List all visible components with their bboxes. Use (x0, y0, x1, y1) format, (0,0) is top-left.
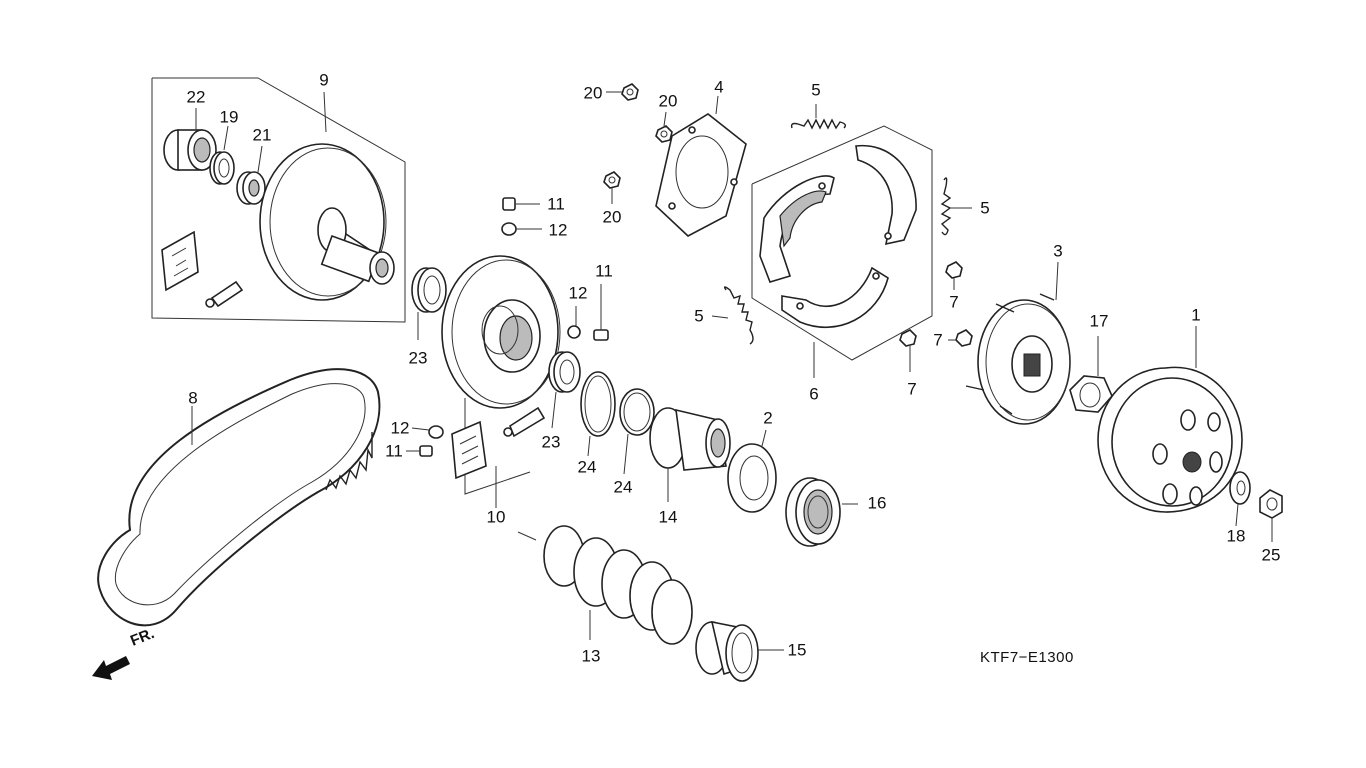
part-2-washer (727, 429, 777, 513)
callout-7-a: 7 (949, 292, 959, 312)
callout-10: 10 (486, 507, 506, 527)
callout-25: 25 (1261, 545, 1281, 565)
part-7-nut-b (948, 329, 973, 347)
callout-8: 8 (188, 388, 198, 408)
part-1-clutch-outer (1097, 326, 1243, 513)
callout-11-lower: 11 (385, 441, 403, 461)
part-7-nut-a (945, 261, 963, 290)
callout-5-left: 5 (694, 306, 704, 326)
callout-20-c: 20 (602, 207, 622, 227)
part-20-nut-c (603, 171, 621, 204)
part-8-drive-belt (97, 368, 381, 627)
part-11-bolt-lower (406, 445, 433, 457)
part-3-drive-plate (965, 261, 1071, 425)
part-24-o-ring-b (619, 388, 655, 475)
part-12-washer-mid (567, 306, 581, 339)
part-18-washer (1229, 471, 1251, 527)
callout-6: 6 (809, 384, 819, 404)
callout-20-a: 20 (583, 83, 603, 103)
callout-19: 19 (219, 107, 239, 127)
part-6-clutch-shoes (759, 144, 917, 329)
part-15-spring-collar (695, 620, 784, 682)
callout-12-upper: 12 (548, 220, 568, 240)
callout-5-top: 5 (811, 80, 821, 100)
part-12-washer-lower (411, 425, 444, 439)
part-24-o-ring-a (580, 371, 616, 457)
callout-15: 15 (787, 640, 807, 660)
part-23-oil-seal-left (411, 267, 447, 313)
callout-16: 16 (867, 493, 887, 513)
part-11-bolt-upper (502, 197, 540, 211)
part-10-label-sticker (451, 420, 487, 480)
callout-22: 22 (186, 87, 206, 107)
leader-lines (195, 91, 497, 508)
part-16-oil-seal (785, 477, 858, 547)
part-17-nut (1069, 336, 1113, 413)
part-13-driven-spring (517, 525, 693, 645)
callout-24-b: 24 (613, 477, 633, 497)
callout-3: 3 (1053, 241, 1063, 261)
callout-4: 4 (714, 77, 724, 97)
callout-20-b: 20 (658, 91, 678, 111)
callout-11-mid: 11 (595, 261, 613, 281)
callout-11-upper: 11 (547, 194, 565, 214)
part-6-group-outline (751, 125, 933, 378)
caution-label-sticker (161, 230, 199, 292)
callout-24-a: 24 (577, 457, 597, 477)
part-14-seal-collar (649, 407, 731, 502)
callout-23-right: 23 (541, 432, 561, 452)
callout-21: 21 (252, 125, 272, 145)
callout-12-mid: 12 (568, 283, 588, 303)
part-5-spring-right (940, 177, 972, 236)
part-21-bearing (236, 171, 266, 205)
callout-12-lower: 12 (390, 418, 410, 438)
callout-9: 9 (319, 70, 329, 90)
part-20-nut-a (606, 83, 639, 101)
callout-23-left: 23 (408, 348, 428, 368)
callout-7-c: 7 (907, 379, 917, 399)
drawing-code: KTF7−E1300 (980, 649, 1074, 666)
part-10-grease-tube (503, 406, 546, 438)
part-7-nut-c (899, 329, 917, 372)
grease-tube (205, 280, 244, 308)
part-5-spring-top (790, 104, 847, 130)
callout-2: 2 (763, 408, 773, 428)
part-20-nut-b (655, 111, 673, 143)
part-11-bolt-mid (593, 284, 609, 341)
part-25-nut (1259, 489, 1283, 542)
part-12-washer-upper (501, 222, 542, 236)
callout-1: 1 (1191, 305, 1201, 325)
callout-7-b: 7 (933, 330, 943, 350)
part-22-bearing (163, 129, 217, 171)
part-5-spring-left (711, 286, 754, 345)
callout-17: 17 (1089, 311, 1109, 331)
callout-14: 14 (658, 507, 678, 527)
part-23-oil-seal-right (548, 351, 581, 429)
part-9-group-outline (151, 77, 406, 323)
callout-18: 18 (1226, 526, 1246, 546)
part-19-collar (209, 151, 235, 185)
callout-13: 13 (581, 646, 601, 666)
part-9-drive-face (259, 143, 395, 301)
part-4-clutch-plate (655, 95, 747, 237)
front-direction-arrow (92, 656, 130, 680)
callout-5-right: 5 (980, 198, 990, 218)
